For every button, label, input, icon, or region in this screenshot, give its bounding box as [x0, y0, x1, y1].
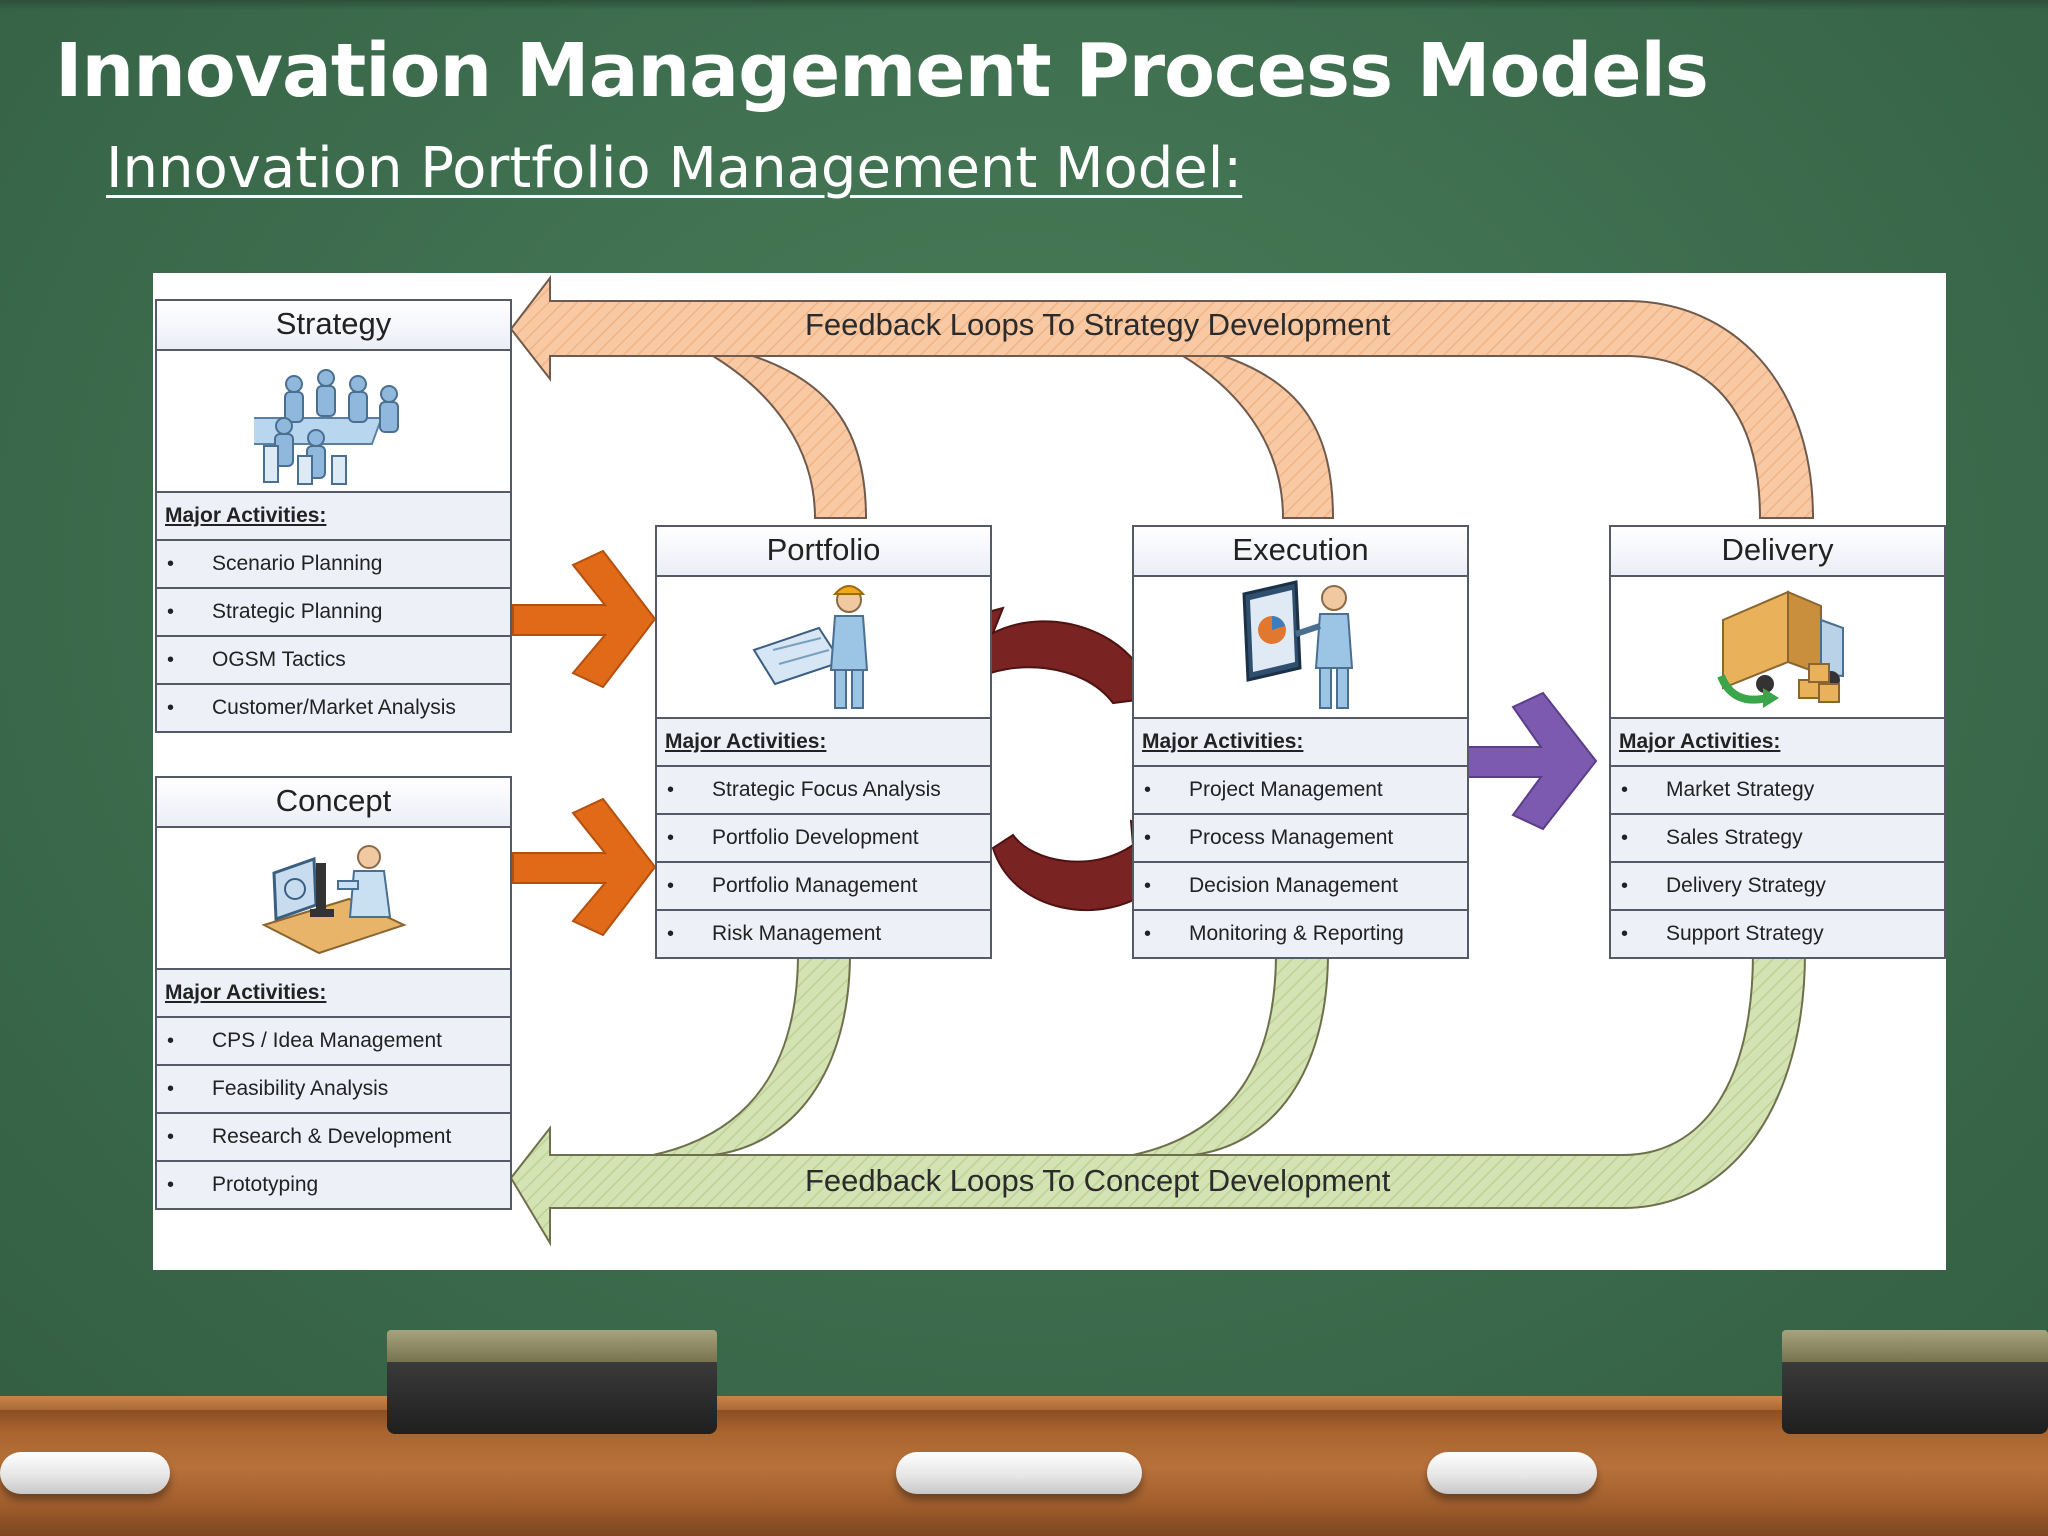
delivery-truck-icon: [1716, 590, 1844, 708]
execution-box: Execution Major Activities: •Project Man…: [1132, 525, 1469, 959]
orange-arrow-concept-to-portfolio: [512, 797, 657, 937]
strategy-title: Strategy: [157, 301, 510, 351]
strategy-image: [157, 351, 510, 493]
list-item: •Monitoring & Reporting: [1134, 911, 1467, 957]
list-item: •Strategic Planning: [157, 589, 510, 637]
chalkboard-frame: [0, 0, 2048, 10]
bullet-icon: •: [1621, 923, 1629, 945]
list-item: •Prototyping: [157, 1162, 510, 1208]
bullet-icon: •: [667, 779, 675, 801]
chalk-piece-1: [0, 1452, 170, 1494]
bullet-icon: •: [1621, 875, 1629, 897]
chalk-piece-2: [896, 1452, 1142, 1494]
bullet-icon: •: [167, 649, 175, 671]
slide-subtitle: Innovation Portfolio Management Model:: [106, 136, 1243, 201]
blueprint-worker-icon: [751, 585, 868, 709]
bullet-icon: •: [167, 1126, 175, 1148]
strategy-box: Strategy Major Activities: •Scenario Pla…: [155, 299, 512, 733]
feedback-loop-top: [509, 275, 1815, 519]
eraser-right: [1782, 1330, 2048, 1434]
list-item: •Customer/Market Analysis: [157, 685, 510, 731]
delivery-image: [1611, 577, 1944, 719]
bullet-icon: •: [167, 697, 175, 719]
list-item: •Market Strategy: [1611, 767, 1944, 815]
list-item: •Sales Strategy: [1611, 815, 1944, 863]
presenter-chart-icon: [1241, 580, 1353, 709]
concept-title: Concept: [157, 778, 510, 828]
bullet-icon: •: [667, 875, 675, 897]
bullet-icon: •: [1144, 827, 1152, 849]
execution-image: [1134, 577, 1467, 719]
bullet-icon: •: [167, 553, 175, 575]
delivery-box: Delivery Major Activities: •Market Strat…: [1609, 525, 1946, 959]
list-item: •Support Strategy: [1611, 911, 1944, 957]
feedback-loop-bottom: [509, 952, 1807, 1247]
list-item: •Process Management: [1134, 815, 1467, 863]
list-item: •OGSM Tactics: [157, 637, 510, 685]
list-item: •Decision Management: [1134, 863, 1467, 911]
chalk-piece-3: [1427, 1452, 1597, 1494]
bullet-icon: •: [1144, 875, 1152, 897]
execution-activities-label: Major Activities:: [1134, 719, 1467, 767]
list-item: •CPS / Idea Management: [157, 1018, 510, 1066]
concept-activities-label: Major Activities:: [157, 970, 510, 1018]
list-item: •Research & Development: [157, 1114, 510, 1162]
concept-box: Concept Major Activities: •CPS / Idea Ma…: [155, 776, 512, 1210]
process-diagram: Feedback Loops To Strategy Development F…: [153, 273, 1946, 1270]
bullet-icon: •: [1144, 923, 1152, 945]
list-item: •Portfolio Development: [657, 815, 990, 863]
bullet-icon: •: [167, 1030, 175, 1052]
bullet-icon: •: [167, 1078, 175, 1100]
portfolio-title: Portfolio: [657, 527, 990, 577]
bullet-icon: •: [667, 923, 675, 945]
delivery-activities-label: Major Activities:: [1611, 719, 1944, 767]
list-item: •Risk Management: [657, 911, 990, 957]
purple-arrow-execution-to-delivery: [1465, 691, 1598, 831]
portfolio-image: [657, 577, 990, 719]
list-item: •Feasibility Analysis: [157, 1066, 510, 1114]
orange-arrow-strategy-to-portfolio: [512, 549, 657, 689]
strategy-activities-label: Major Activities:: [157, 493, 510, 541]
list-item: •Project Management: [1134, 767, 1467, 815]
bullet-icon: •: [667, 827, 675, 849]
portfolio-activities-label: Major Activities:: [657, 719, 990, 767]
list-item: •Delivery Strategy: [1611, 863, 1944, 911]
delivery-title: Delivery: [1611, 527, 1944, 577]
execution-title: Execution: [1134, 527, 1467, 577]
bullet-icon: •: [167, 601, 175, 623]
list-item: •Scenario Planning: [157, 541, 510, 589]
feedback-bottom-label: Feedback Loops To Concept Development: [805, 1163, 1391, 1198]
feedback-top-label: Feedback Loops To Strategy Development: [805, 307, 1391, 342]
bullet-icon: •: [167, 1174, 175, 1196]
eraser-left: [387, 1330, 717, 1434]
list-item: •Portfolio Management: [657, 863, 990, 911]
concept-image: [157, 828, 510, 970]
portfolio-box: Portfolio Major Activities: •Strategic F…: [655, 525, 992, 959]
researcher-microscope-icon: [260, 845, 407, 955]
meeting-table-icon: [253, 369, 399, 485]
bullet-icon: •: [1144, 779, 1152, 801]
slide-title: Innovation Management Process Models: [55, 28, 1709, 114]
bullet-icon: •: [1621, 827, 1629, 849]
list-item: •Strategic Focus Analysis: [657, 767, 990, 815]
bullet-icon: •: [1621, 779, 1629, 801]
